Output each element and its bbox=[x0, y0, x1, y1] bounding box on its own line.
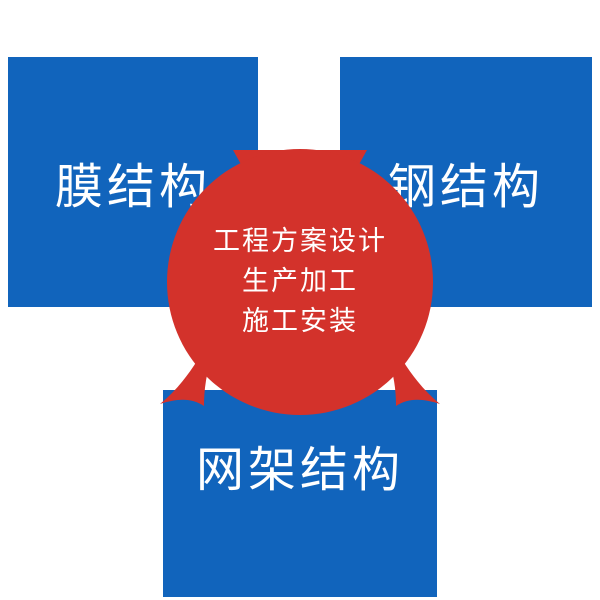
box-grid-structure: 网架结构 bbox=[163, 390, 437, 597]
steel-structure-label: 钢结构 bbox=[387, 161, 544, 214]
grid-structure-label: 网架结构 bbox=[195, 444, 404, 497]
center-line-1: 工程方案设计 bbox=[213, 226, 387, 256]
membrane-structure-label: 膜结构 bbox=[54, 161, 211, 214]
center-line-2: 生产加工 bbox=[242, 266, 358, 296]
center-line-3: 施工安装 bbox=[242, 306, 358, 336]
center-badge-text: 工程方案设计 生产加工 施工安装 bbox=[180, 221, 420, 341]
